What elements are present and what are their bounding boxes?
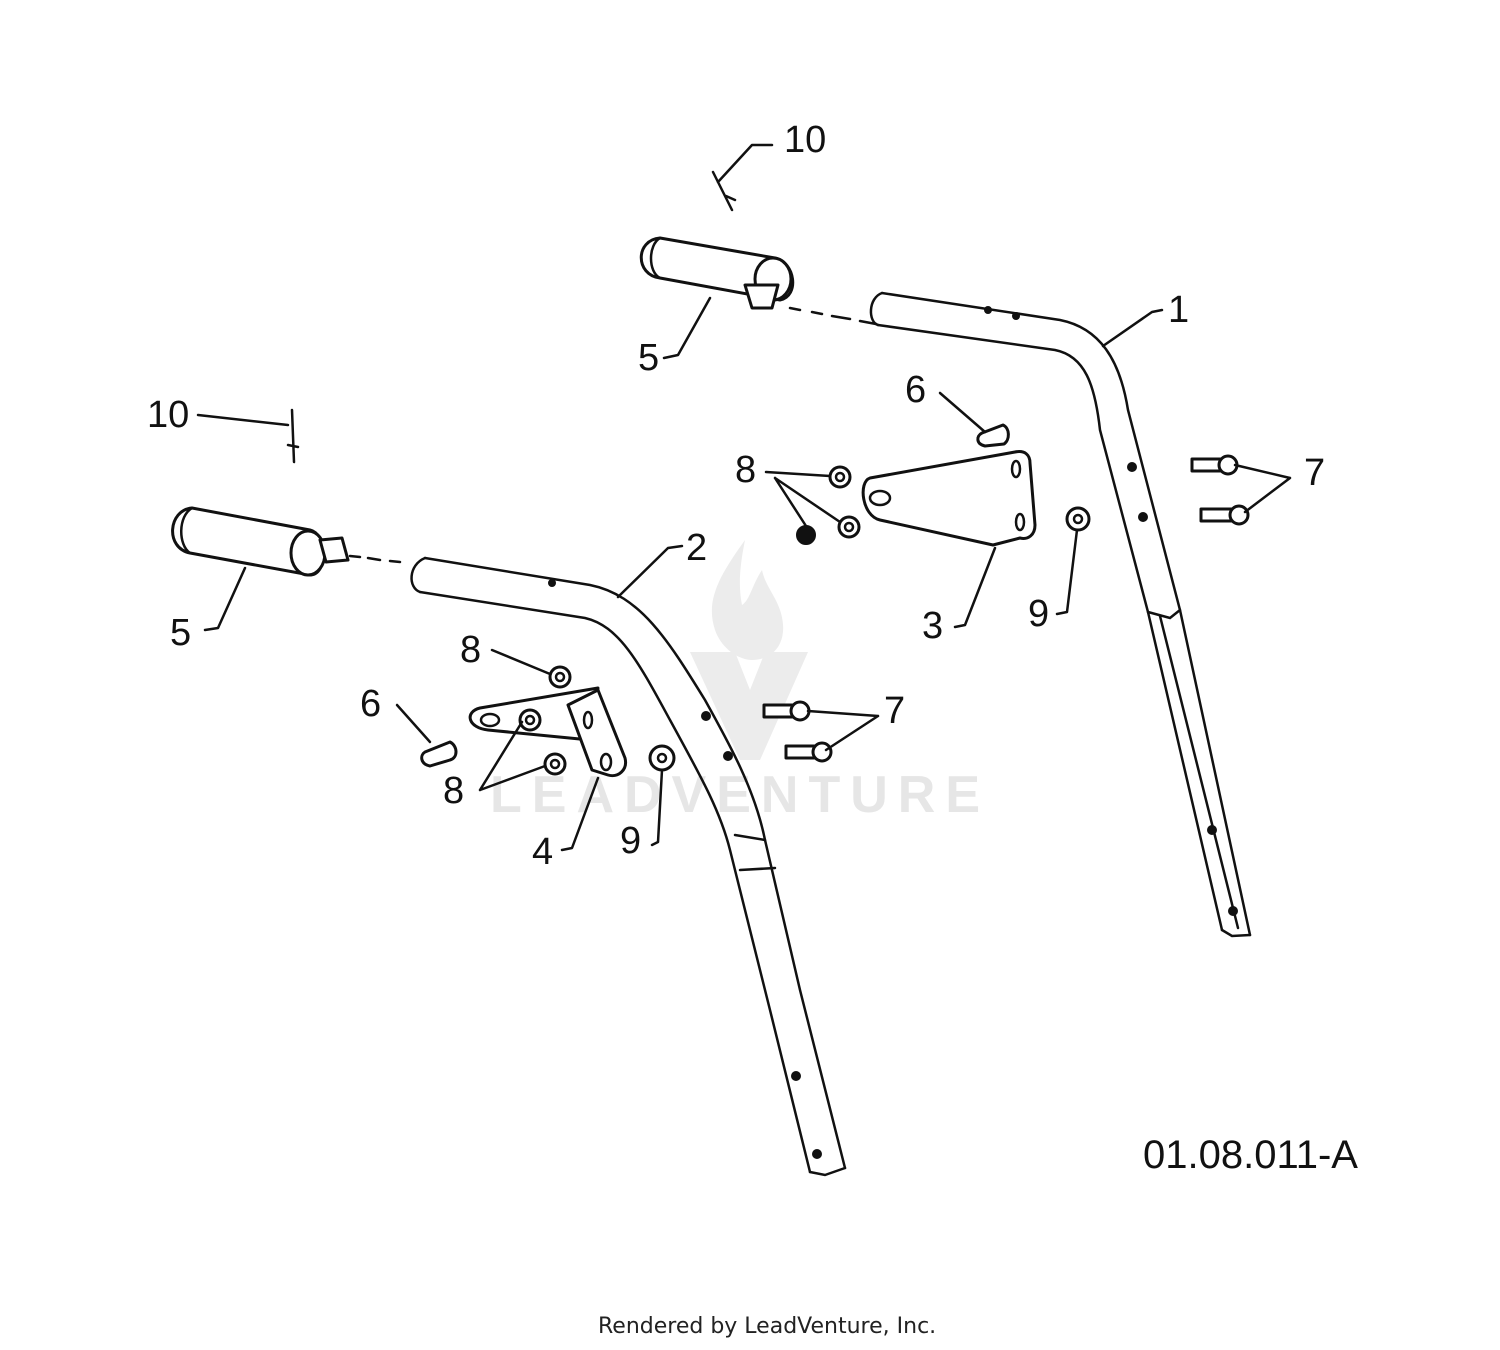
- callout-4: 4: [532, 831, 553, 873]
- bolts-7-upper: [1190, 454, 1250, 526]
- callout-2: 2: [686, 527, 707, 569]
- wire-pin-upper: [788, 306, 878, 326]
- callout-9-lower: 9: [620, 820, 641, 862]
- bracket-3: [861, 450, 1037, 547]
- callouts: 1 2 3 4 5 5 6 6 7 7 8 8 8 9 9 10 10: [147, 119, 1325, 873]
- bolts-7-lower: [762, 700, 833, 763]
- watermark-v-icon: [690, 652, 808, 760]
- washer-9-upper: [1065, 506, 1091, 532]
- pin-10-lower: [286, 408, 300, 464]
- callout-1: 1: [1168, 289, 1189, 331]
- callout-9-upper: 9: [1028, 593, 1049, 635]
- watermark-text: LEADVENTURE: [490, 766, 990, 824]
- callout-3: 3: [922, 605, 943, 647]
- washer-9-lower: [648, 744, 676, 772]
- callout-8-lower-bottom: 8: [443, 770, 464, 812]
- callout-8-lower-top: 8: [460, 629, 481, 671]
- callout-5-upper: 5: [638, 337, 659, 379]
- callout-6-upper: 6: [905, 369, 926, 411]
- callout-7-lower: 7: [884, 690, 905, 732]
- handle-upper-right: [869, 291, 1252, 938]
- handle-lower-left: [410, 556, 847, 1177]
- callout-7-upper: 7: [1304, 452, 1325, 494]
- callout-8-upper: 8: [735, 449, 756, 491]
- callout-5-lower: 5: [170, 612, 191, 654]
- callout-10-lower: 10: [147, 394, 189, 436]
- wire-pin-lower: [348, 554, 402, 564]
- nuts-8-lower: [518, 665, 572, 776]
- bolt-6-lower: [420, 740, 458, 768]
- callout-10-upper: 10: [784, 119, 826, 161]
- drawing-number: 01.08.011-A: [1143, 1133, 1358, 1177]
- grip-upper: [639, 236, 795, 310]
- nuts-8-upper: [796, 465, 861, 545]
- callout-6-lower: 6: [360, 683, 381, 725]
- footer-credit: Rendered by LeadVenture, Inc.: [598, 1314, 936, 1339]
- bolt-6-upper: [976, 423, 1010, 448]
- pin-10-upper: [711, 170, 737, 212]
- watermark: LEADVENTURE: [490, 540, 990, 824]
- watermark-flame-icon: [711, 540, 784, 660]
- leader-lines: [196, 143, 1292, 852]
- grip-lower: [171, 506, 350, 577]
